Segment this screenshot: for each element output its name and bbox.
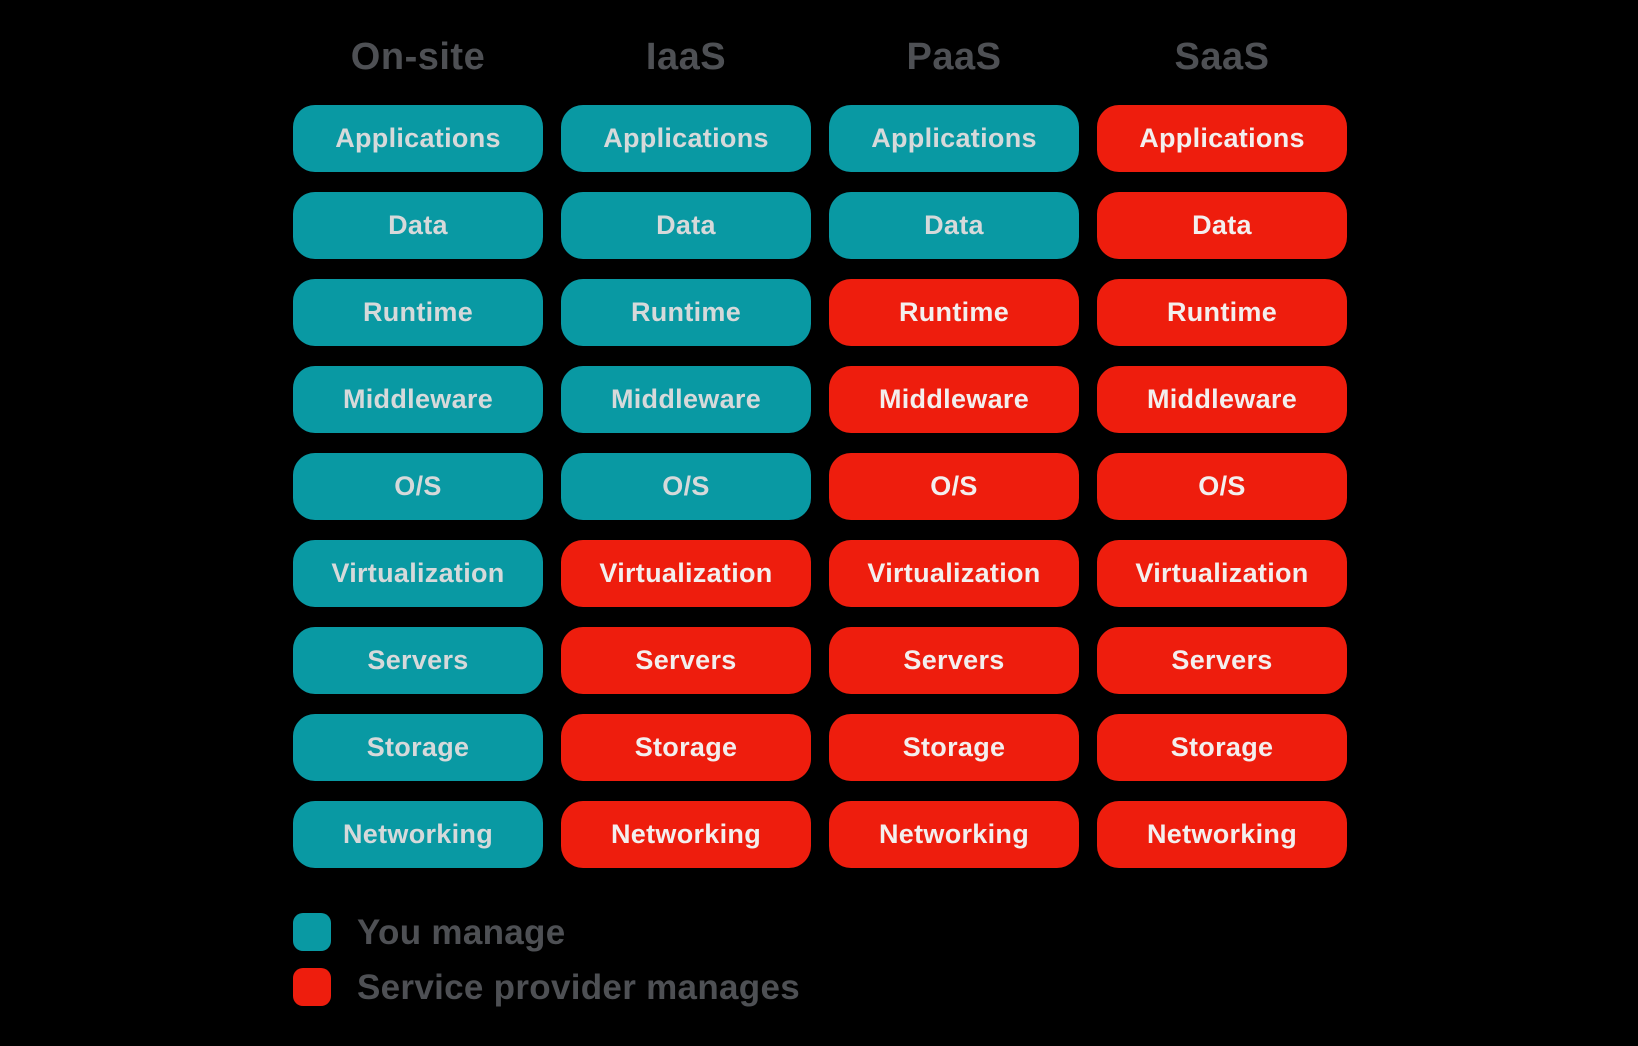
layer-pill-networking: Networking	[293, 801, 543, 868]
column-header-paas: PaaS	[906, 36, 1002, 78]
layer-pill-networking: Networking	[829, 801, 1079, 868]
layer-pill-middleware: Middleware	[293, 366, 543, 433]
layer-pill-o-s: O/S	[561, 453, 811, 520]
layer-pill-o-s: O/S	[1097, 453, 1347, 520]
layer-pill-applications: Applications	[1097, 105, 1347, 172]
layer-pill-applications: Applications	[293, 105, 543, 172]
layer-pill-middleware: Middleware	[561, 366, 811, 433]
legend-item-service-provider-manages: Service provider manages	[293, 968, 800, 1006]
layer-pill-storage: Storage	[293, 714, 543, 781]
layer-pill-middleware: Middleware	[1097, 366, 1347, 433]
layer-pill-middleware: Middleware	[829, 366, 1079, 433]
layer-pill-data: Data	[829, 192, 1079, 259]
layer-pill-servers: Servers	[1097, 627, 1347, 694]
layer-pill-storage: Storage	[1097, 714, 1347, 781]
layer-pill-servers: Servers	[829, 627, 1079, 694]
layer-pill-servers: Servers	[293, 627, 543, 694]
layer-pill-servers: Servers	[561, 627, 811, 694]
layer-pill-o-s: O/S	[829, 453, 1079, 520]
layer-pill-data: Data	[561, 192, 811, 259]
layer-pill-data: Data	[1097, 192, 1347, 259]
layer-pill-storage: Storage	[561, 714, 811, 781]
layer-pill-runtime: Runtime	[293, 279, 543, 346]
layer-pill-virtualization: Virtualization	[561, 540, 811, 607]
legend-label: Service provider manages	[357, 967, 800, 1007]
layer-pill-virtualization: Virtualization	[293, 540, 543, 607]
layer-pill-applications: Applications	[829, 105, 1079, 172]
legend: You manage Service provider manages	[293, 913, 800, 1006]
service-provider-manages-swatch	[293, 968, 331, 1006]
layer-pill-networking: Networking	[561, 801, 811, 868]
layer-pill-storage: Storage	[829, 714, 1079, 781]
layer-pill-runtime: Runtime	[1097, 279, 1347, 346]
legend-item-you-manage: You manage	[293, 913, 800, 951]
layer-pill-virtualization: Virtualization	[829, 540, 1079, 607]
layer-pill-runtime: Runtime	[561, 279, 811, 346]
column-header-iaas: IaaS	[645, 36, 727, 78]
layer-pill-o-s: O/S	[293, 453, 543, 520]
column-header-on-site: On-site	[350, 36, 486, 78]
legend-label: You manage	[357, 912, 566, 952]
layer-pill-networking: Networking	[1097, 801, 1347, 868]
layer-pill-data: Data	[293, 192, 543, 259]
column-header-saas: SaaS	[1174, 36, 1270, 78]
layer-pill-virtualization: Virtualization	[1097, 540, 1347, 607]
you-manage-swatch	[293, 913, 331, 951]
layer-pill-applications: Applications	[561, 105, 811, 172]
layer-pill-runtime: Runtime	[829, 279, 1079, 346]
